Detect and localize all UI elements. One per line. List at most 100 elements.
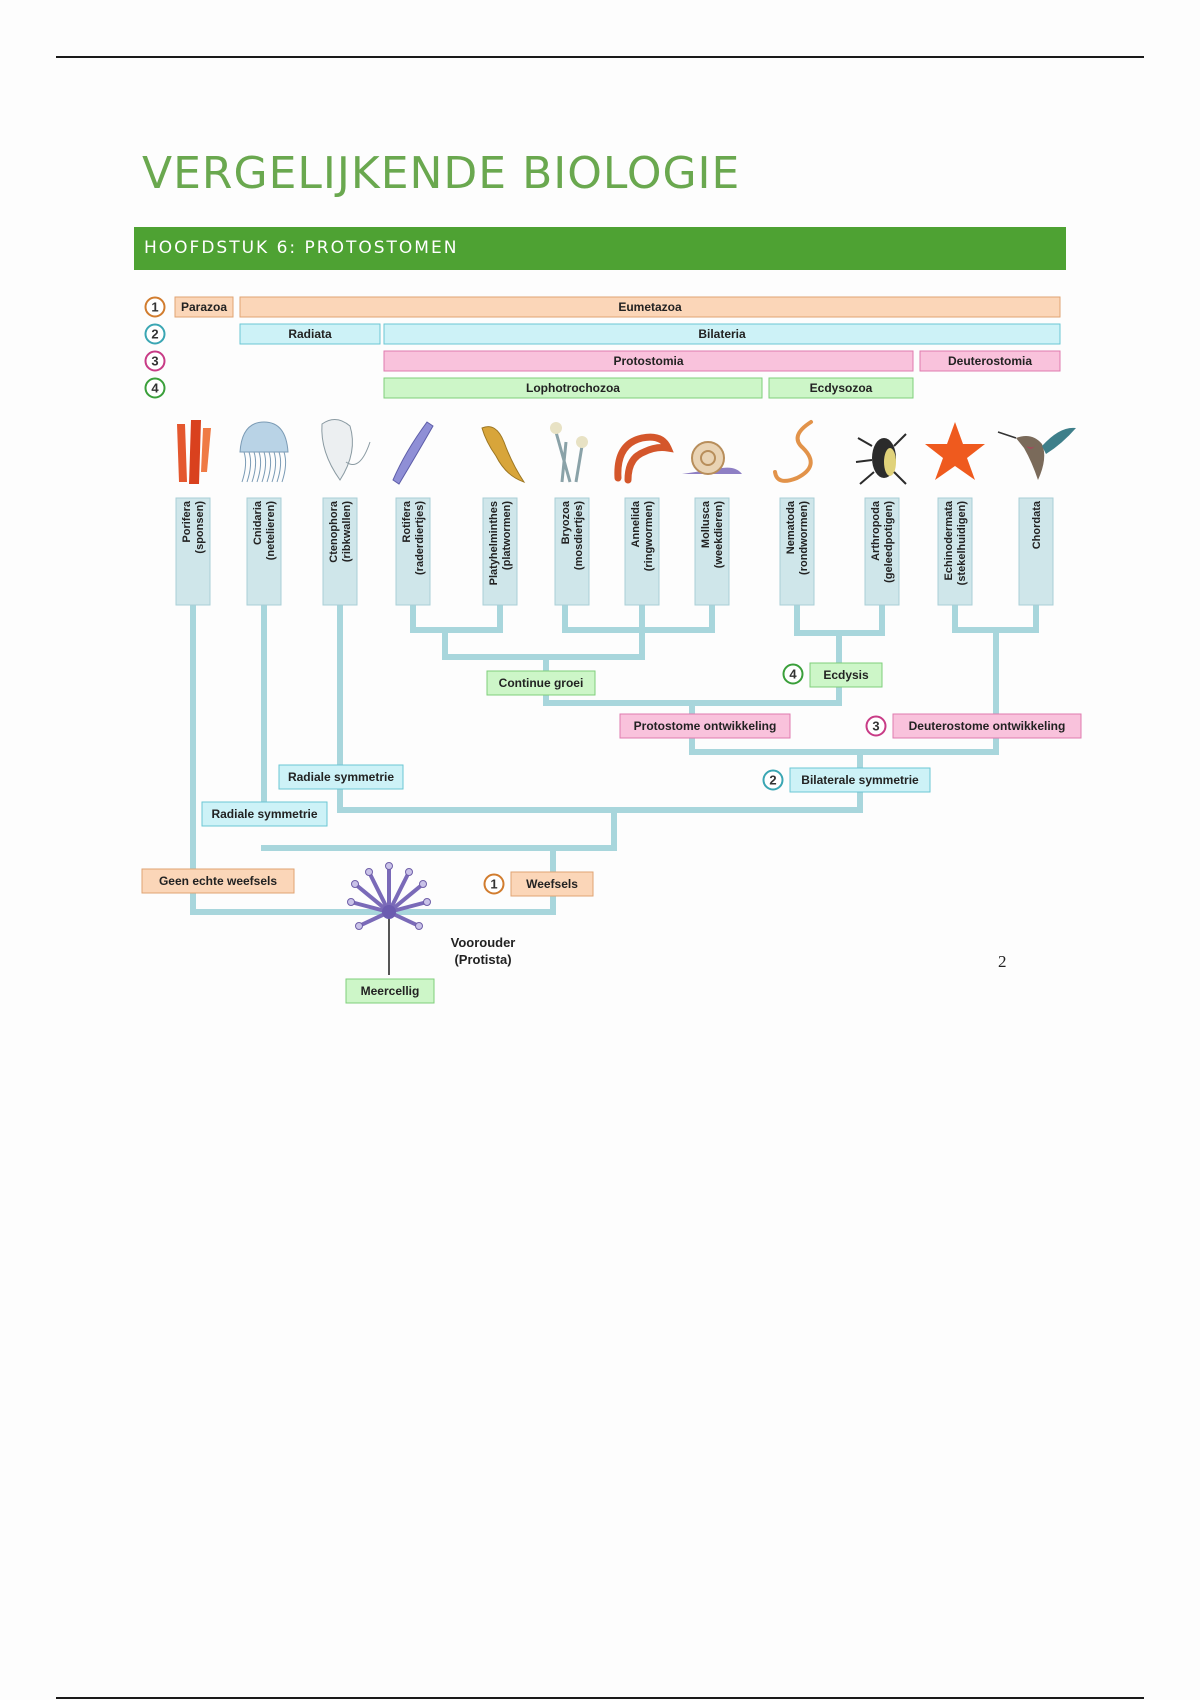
- taxon-platyhelminthes: Platyhelminthes(platwormen): [481, 426, 526, 606]
- tree-branches: [190, 602, 1039, 915]
- band-eumetazoa: Eumetazoa: [239, 296, 1061, 318]
- trait-ecdysis: Ecdysis: [809, 662, 883, 688]
- taxa-columns: Porifera(sponsen) Cnidaria(netelieren) Cte…: [175, 419, 1076, 606]
- taxon-common-name: (weekdieren): [713, 501, 725, 569]
- chapter-banner: HOOFDSTUK 6: PROTOSTOMEN: [134, 227, 1066, 270]
- taxon-arthropoda: Arthropoda(geleedpotigen): [855, 433, 907, 606]
- svg-text:Meercellig: Meercellig: [361, 984, 420, 998]
- document-title: VERGELIJKENDE BIOLOGIE: [142, 148, 741, 199]
- taxon-name: Ctenophora: [328, 500, 340, 563]
- marker-3-deuterostome: 3: [865, 715, 887, 737]
- beetle-icon: [855, 433, 907, 485]
- taxon-name: Chordata: [1031, 500, 1043, 549]
- taxon-name: Annelida: [630, 500, 642, 547]
- svg-text:Radiale symmetrie: Radiale symmetrie: [288, 770, 394, 784]
- taxon-common-name: (stekelhuidigen): [956, 501, 968, 586]
- sponge-icon: [177, 420, 211, 484]
- trait-radiale-symmetrie-cnidaria: Radiale symmetrie: [201, 801, 328, 827]
- taxon-annelida: Annelida(ringwormen): [614, 433, 674, 606]
- taxon-name: Bryozoa: [560, 500, 572, 544]
- trait-deuterostome-ontwikkeling: Deuterostome ontwikkeling: [892, 713, 1082, 739]
- taxon-name: Porifera: [181, 500, 193, 542]
- hummingbird-icon: [997, 427, 1076, 480]
- svg-text:3: 3: [872, 719, 879, 734]
- marker-4-ecdysis: 4: [782, 663, 804, 685]
- svg-text:Ecdysozoa: Ecdysozoa: [810, 381, 873, 395]
- taxon-rotifera: Rotifera(raderdiertjes): [392, 421, 434, 606]
- taxon-common-name: (mosdiertjes): [573, 501, 585, 570]
- taxon-common-name: (rondwormen): [798, 501, 810, 575]
- taxon-cnidaria: Cnidaria(netelieren): [239, 421, 289, 606]
- taxon-echinodermata: Echinodermata(stekelhuidigen): [925, 422, 985, 606]
- taxon-bryozoa: Bryozoa(mosdiertjes): [550, 422, 590, 606]
- taxon-common-name: (raderdiertjes): [414, 501, 426, 575]
- svg-text:Deuterostome ontwikkeling: Deuterostome ontwikkeling: [909, 719, 1066, 733]
- svg-text:Eumetazoa: Eumetazoa: [618, 300, 682, 314]
- taxon-name: Arthropoda: [870, 500, 882, 561]
- starfish-icon: [925, 422, 985, 480]
- svg-text:Ecdysis: Ecdysis: [823, 668, 869, 682]
- svg-text:2: 2: [769, 773, 776, 788]
- flatworm-icon: [481, 426, 526, 483]
- svg-text:2: 2: [151, 327, 158, 342]
- footer-rule: [56, 1697, 1144, 1699]
- rotifer-icon: [392, 421, 434, 485]
- taxon-common-name: (ribkwallen): [341, 501, 353, 562]
- svg-text:Radiata: Radiata: [288, 327, 332, 341]
- chapter-title: HOOFDSTUK 6: PROTOSTOMEN: [144, 238, 459, 258]
- svg-text:Deuterostomia: Deuterostomia: [948, 354, 1032, 368]
- marker-2-symmetry: 2: [144, 323, 166, 345]
- comb-jelly-icon: [321, 419, 371, 481]
- ancestor: Voorouder(Protista)Meercellig: [345, 862, 516, 1004]
- trait-radiale-symmetrie-ctenophora: Radiale symmetrie: [278, 764, 404, 790]
- taxon-ctenophora: Ctenophora(ribkwallen): [321, 419, 371, 606]
- svg-text:Continue groei: Continue groei: [499, 676, 584, 690]
- trait-bilaterale-symmetrie: Bilaterale symmetrie: [789, 767, 931, 793]
- jellyfish-icon: [239, 421, 289, 483]
- protist-ancestor-icon: [347, 862, 431, 975]
- svg-text:Weefsels: Weefsels: [526, 877, 578, 891]
- taxon-mollusca: Mollusca(weekdieren): [682, 441, 742, 606]
- svg-text:Radiale symmetrie: Radiale symmetrie: [211, 807, 317, 821]
- marker-1-weefsels: 1: [483, 873, 505, 895]
- taxon-name: Echinodermata: [943, 500, 955, 580]
- taxon-nematoda: Nematoda(rondwormen): [773, 420, 815, 606]
- svg-text:4: 4: [789, 667, 797, 682]
- band-radiata: Radiata: [239, 323, 381, 345]
- trait-continue-groei: Continue groei: [486, 670, 596, 696]
- trait-meercellig: Meercellig: [345, 978, 435, 1004]
- taxon-name: Nematoda: [785, 500, 797, 554]
- trait-geen-echte-weefsels: Geen echte weefsels: [141, 868, 295, 894]
- band-lophotrochozoa: Lophotrochozoa: [383, 377, 763, 399]
- marker-1-tissues: 1: [144, 296, 166, 318]
- band-parazoa: Parazoa: [174, 296, 234, 318]
- earthworm-icon: [614, 433, 674, 484]
- taxon-chordata: Chordata: [997, 427, 1076, 606]
- taxon-common-name: (platwormen): [501, 501, 513, 570]
- snail-icon: [682, 441, 742, 475]
- band-bilateria: Bilateria: [383, 323, 1061, 345]
- svg-text:Parazoa: Parazoa: [181, 300, 227, 314]
- band-protostomia: Protostomia: [383, 350, 914, 372]
- svg-text:Bilateria: Bilateria: [698, 327, 746, 341]
- ancestor-label: Voorouder: [451, 935, 516, 950]
- taxon-common-name: (netelieren): [265, 501, 277, 561]
- svg-text:Protostome ontwikkeling: Protostome ontwikkeling: [634, 719, 777, 733]
- taxon-porifera: Porifera(sponsen): [175, 420, 211, 606]
- trait-protostome-ontwikkeling: Protostome ontwikkeling: [619, 713, 791, 739]
- svg-text:Bilaterale symmetrie: Bilaterale symmetrie: [801, 773, 919, 787]
- taxon-common-name: (ringwormen): [643, 501, 655, 572]
- trait-weefsels: Weefsels: [510, 871, 594, 897]
- taxon-common-name: (geleedpotigen): [883, 501, 895, 583]
- header-rule: [56, 56, 1144, 58]
- marker-4-molting: 4: [144, 377, 166, 399]
- svg-text:Geen echte weefsels: Geen echte weefsels: [159, 874, 277, 888]
- marker-2-bilaterale: 2: [762, 769, 784, 791]
- bryozoan-icon: [550, 422, 588, 483]
- svg-text:1: 1: [490, 877, 497, 892]
- svg-text:3: 3: [151, 354, 158, 369]
- roundworm-icon: [773, 420, 813, 483]
